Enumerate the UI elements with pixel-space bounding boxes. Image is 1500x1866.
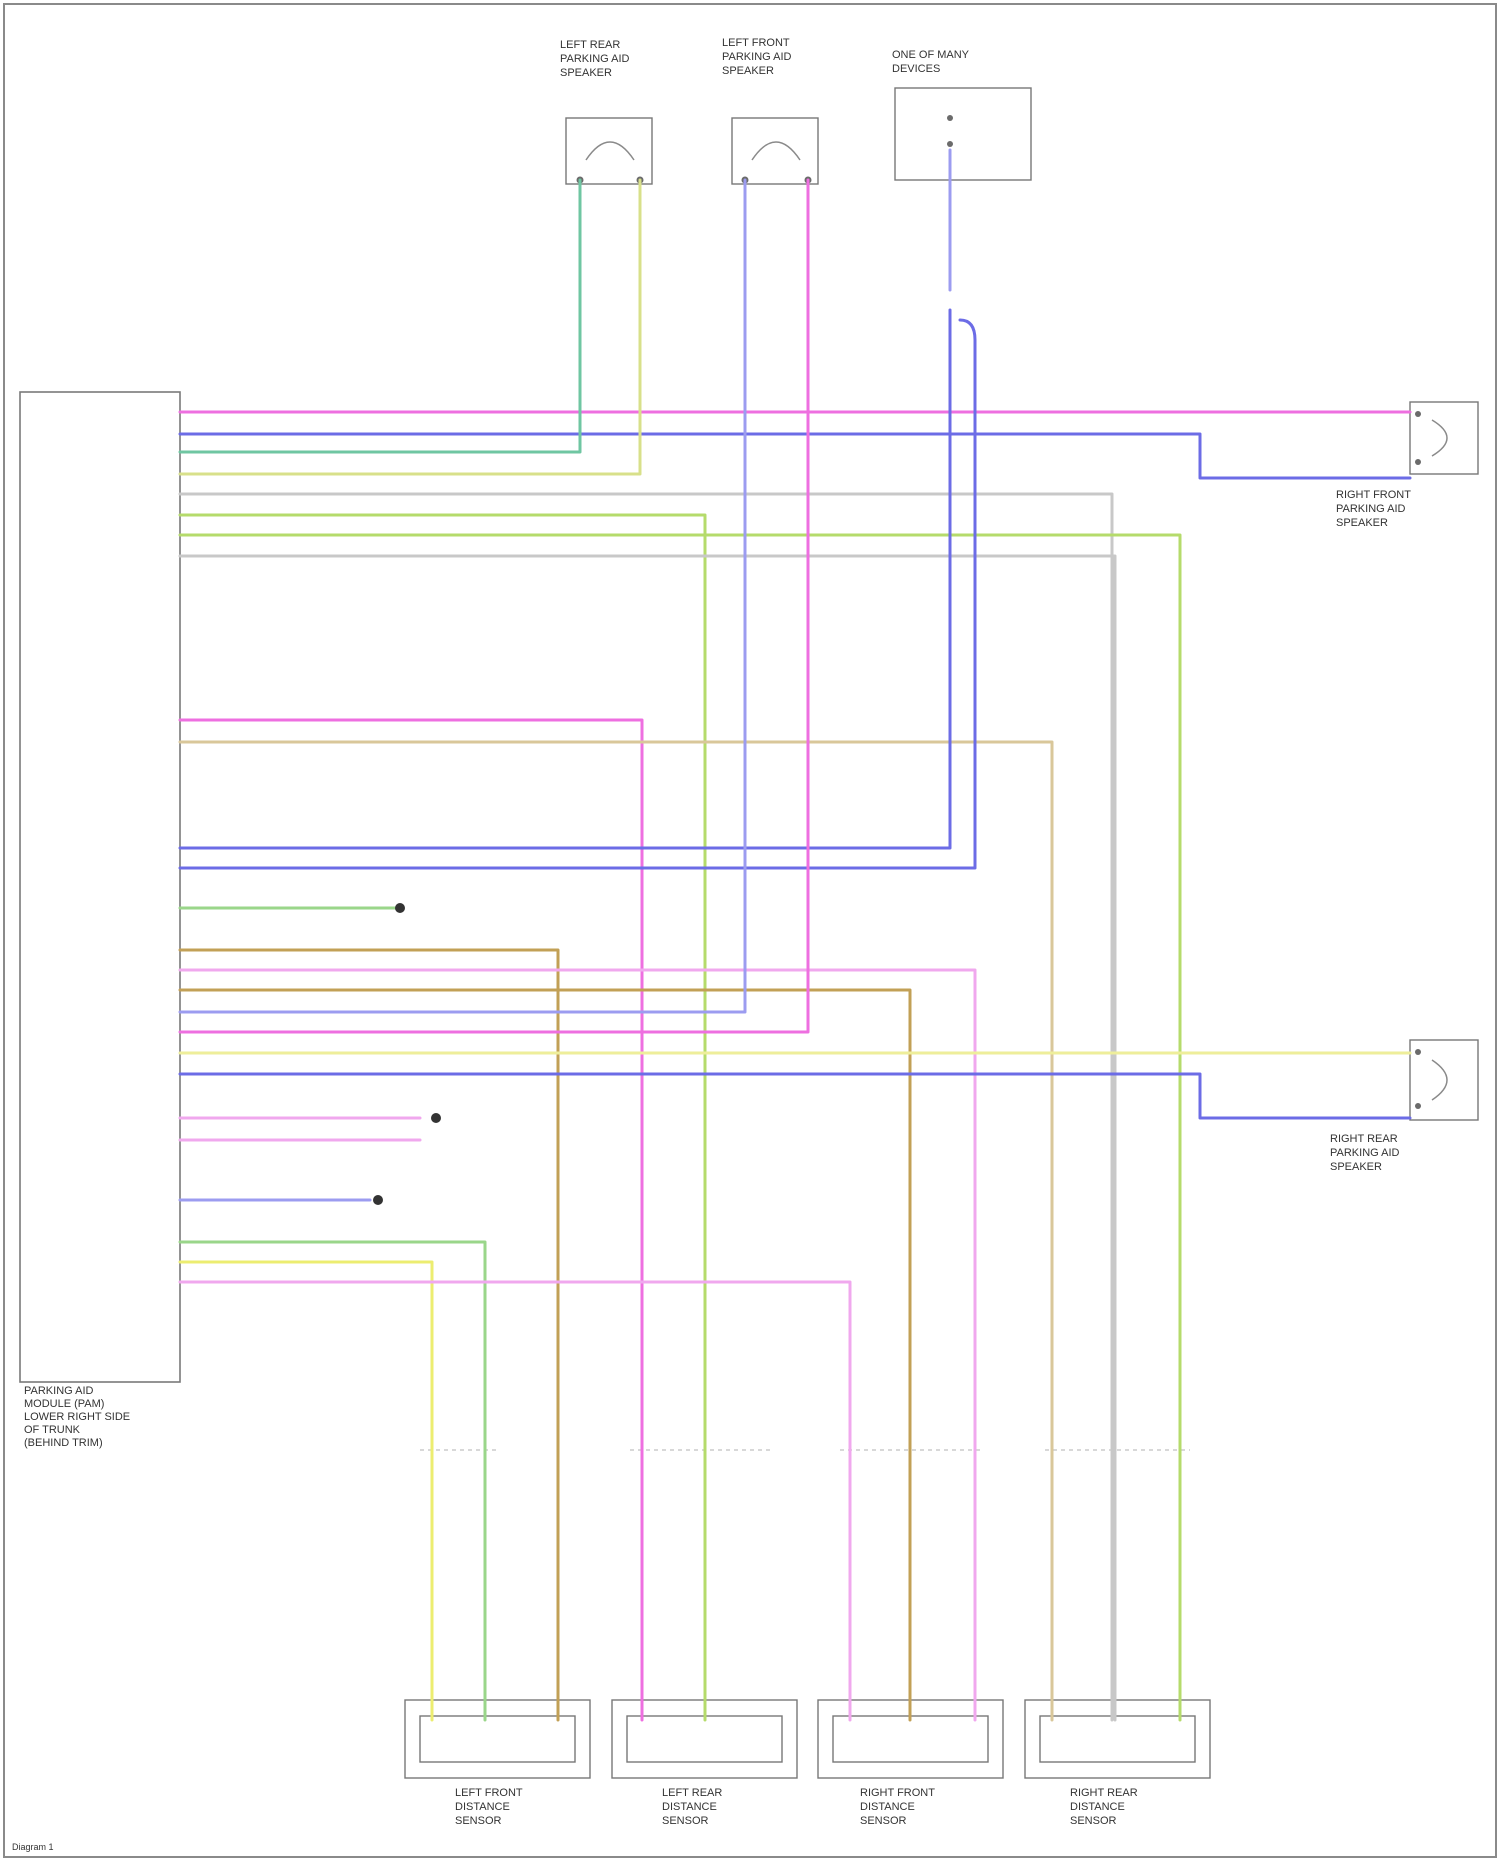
diagram-frame	[4, 4, 1496, 1857]
module-label-3: LOWER RIGHT SIDE	[24, 1411, 130, 1423]
wire-blue-4	[180, 1074, 1410, 1118]
rf-speaker-label-3: SPEAKER	[1336, 517, 1388, 529]
top-right-label-2: DEVICES	[892, 63, 940, 75]
sensor-lf-label-3: SENSOR	[455, 1815, 502, 1827]
sensor-rr-label-3: SENSOR	[1070, 1815, 1117, 1827]
top-right-device: ONE OF MANY DEVICES	[892, 49, 1031, 180]
wire-light-tan-1	[180, 742, 1052, 1720]
top-left-speaker-label-3: SPEAKER	[560, 67, 612, 79]
right-rear-speaker: RIGHT REAR PARKING AID SPEAKER	[1330, 1040, 1478, 1173]
footer-label: Diagram 1	[12, 1842, 54, 1852]
splice-dot-1	[395, 903, 405, 913]
wire-blue-1	[180, 434, 1410, 478]
wire-pink-2	[180, 720, 642, 1720]
parking-aid-module: PARKING AID MODULE (PAM) LOWER RIGHT SID…	[20, 392, 180, 1449]
sensor-lr-label-2: DISTANCE	[662, 1801, 717, 1813]
sensor-lr-label-1: LEFT REAR	[662, 1787, 722, 1799]
sensor-rf-label-2: DISTANCE	[860, 1801, 915, 1813]
wire-pink-3	[180, 180, 808, 1032]
sensor-lr-label-3: SENSOR	[662, 1815, 709, 1827]
sensor-rf-label-1: RIGHT FRONT	[860, 1787, 935, 1799]
module-label-1: PARKING AID	[24, 1385, 94, 1397]
wire-light-pink-1	[180, 970, 975, 1720]
module-label-4: OF TRUNK	[24, 1424, 81, 1436]
rf-speaker-label-2: PARKING AID	[1336, 503, 1406, 515]
splice-dot-2	[431, 1113, 441, 1123]
rr-speaker-label-3: SPEAKER	[1330, 1161, 1382, 1173]
sensor-lf-label-2: DISTANCE	[455, 1801, 510, 1813]
top-right-label-1: ONE OF MANY	[892, 49, 970, 61]
sensor-lf-label-1: LEFT FRONT	[455, 1787, 523, 1799]
wire-green-2	[180, 535, 1180, 1720]
top-mid-speaker-label-3: SPEAKER	[722, 65, 774, 77]
rf-speaker-label-1: RIGHT FRONT	[1336, 489, 1411, 501]
top-left-speaker-label-1: LEFT REAR	[560, 39, 620, 51]
wires	[180, 150, 1410, 1720]
sensor-rr-label-2: DISTANCE	[1070, 1801, 1125, 1813]
wire-tan-1	[180, 950, 558, 1720]
wire-blue-3	[180, 320, 975, 868]
top-left-speaker-label-2: PARKING AID	[560, 53, 630, 65]
wire-light-green-2	[180, 1242, 485, 1720]
top-mid-speaker-label-2: PARKING AID	[722, 51, 792, 63]
splice-dot-3	[373, 1195, 383, 1205]
module-label-2: MODULE (PAM)	[24, 1398, 104, 1410]
top-left-speaker: LEFT REAR PARKING AID SPEAKER	[560, 39, 652, 184]
wire-lavender-2	[180, 180, 745, 1012]
wire-blue-2	[180, 310, 950, 848]
rr-speaker-label-2: PARKING AID	[1330, 1147, 1400, 1159]
wire-yellow-green-1	[180, 180, 640, 474]
wire-light-pink-4	[180, 1282, 850, 1720]
top-mid-speaker-label-1: LEFT FRONT	[722, 37, 790, 49]
top-mid-speaker: LEFT FRONT PARKING AID SPEAKER	[722, 37, 818, 184]
wire-grey-1	[180, 494, 1112, 1720]
sensor-rf-label-3: SENSOR	[860, 1815, 907, 1827]
right-front-speaker: RIGHT FRONT PARKING AID SPEAKER	[1336, 402, 1478, 529]
wire-yellow-1	[180, 1262, 432, 1720]
sensor-rr-label-1: RIGHT REAR	[1070, 1787, 1138, 1799]
rr-speaker-label-1: RIGHT REAR	[1330, 1133, 1398, 1145]
module-label-5: (BEHIND TRIM)	[24, 1437, 103, 1449]
wire-tan-2	[180, 990, 910, 1720]
